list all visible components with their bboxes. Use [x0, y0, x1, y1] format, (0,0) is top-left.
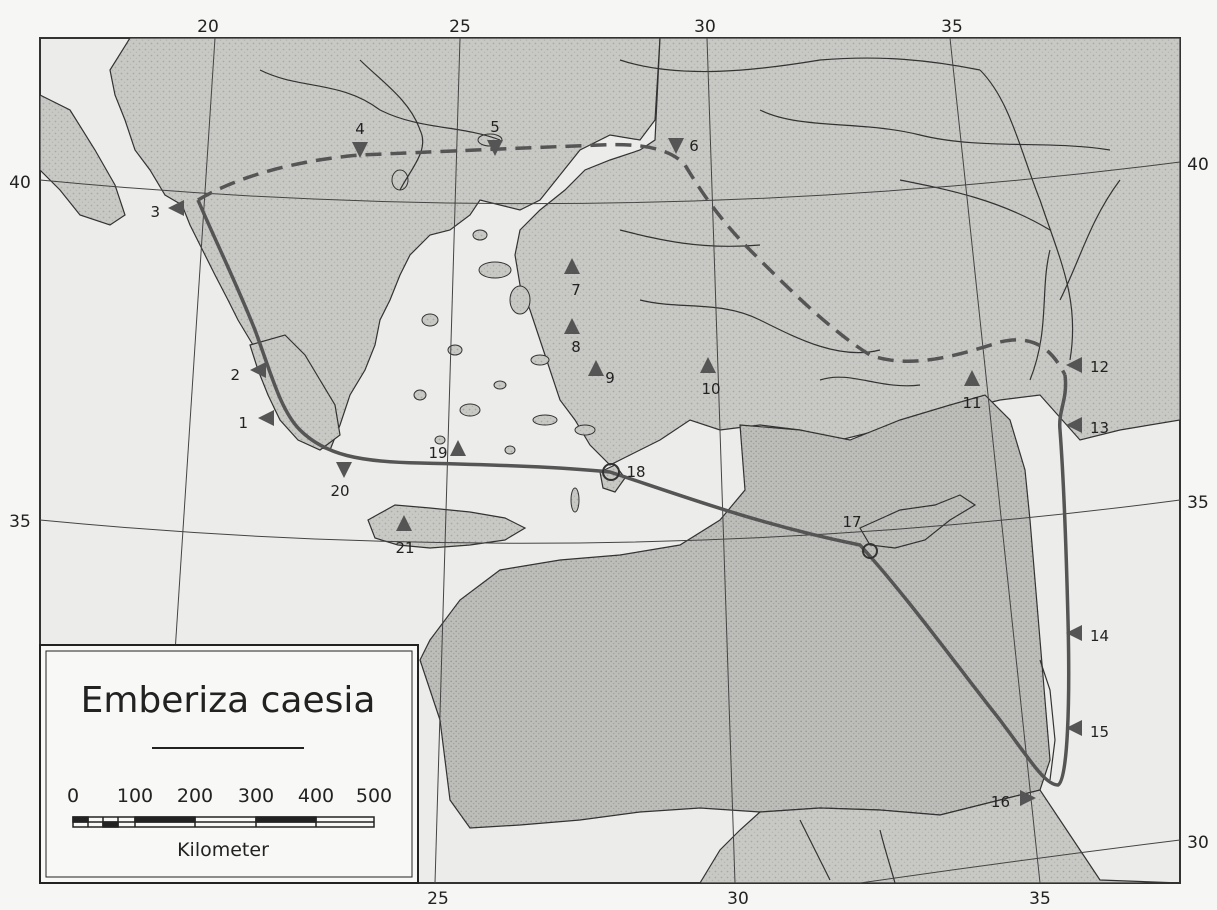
- site-label-4: 4: [355, 120, 365, 138]
- site-triangle-4: [352, 142, 368, 158]
- site-label-5: 5: [490, 118, 500, 136]
- site-triangle-10: [700, 357, 716, 373]
- site-triangle-21: [396, 515, 412, 531]
- site-label-14: 14: [1090, 627, 1109, 645]
- meridian-30: [706, 37, 736, 884]
- top-lon-30: 30: [694, 17, 716, 37]
- left-lat-40: 40: [9, 173, 31, 193]
- site-label-19: 19: [428, 444, 447, 462]
- scale-tick-0: 0: [67, 785, 79, 807]
- site-triangle-2: [250, 362, 266, 378]
- site-label-2: 2: [230, 366, 240, 384]
- scale-tick-100: 100: [117, 785, 153, 807]
- parallel-35: [39, 499, 1181, 544]
- land-cyprus: [859, 494, 977, 549]
- land-italy: [39, 94, 126, 226]
- site-triangle-9: [588, 360, 604, 376]
- site-label-18: 18: [626, 463, 645, 481]
- site-label-15: 15: [1090, 723, 1109, 741]
- scale-tick-400: 400: [298, 785, 334, 807]
- site-triangle-7: [564, 258, 580, 274]
- range-boundary-solid: [196, 199, 1071, 787]
- site-label-6: 6: [689, 137, 699, 155]
- legend-inner-border: [45, 650, 413, 878]
- scale-tick-500: 500: [356, 785, 392, 807]
- land-areas: [39, 37, 1181, 884]
- parallel-30: [859, 839, 1181, 884]
- site-label-9: 9: [605, 369, 615, 387]
- site-triangle-6: [668, 138, 684, 154]
- legend: Emberiza caesia 0 100 200 300 400 500 Ki…: [39, 644, 419, 884]
- right-lat-35: 35: [1187, 493, 1209, 513]
- site-triangle-16: [1020, 790, 1036, 806]
- site-triangle-12: [1066, 357, 1082, 373]
- site-triangle-19: [450, 440, 466, 456]
- bottom-lon-25: 25: [427, 889, 449, 909]
- graticule-labels: 20 25 30 35 25 30 35 40 35 40 35 30: [9, 17, 1209, 909]
- site-label-17: 17: [842, 513, 861, 531]
- site-triangle-1: [258, 410, 274, 426]
- site-label-12: 12: [1090, 358, 1109, 376]
- right-lat-30: 30: [1187, 833, 1209, 853]
- site-triangle-14: [1066, 625, 1082, 641]
- bottom-lon-30: 30: [727, 889, 749, 909]
- bottom-lon-35: 35: [1029, 889, 1051, 909]
- site-triangle-13: [1066, 417, 1082, 433]
- sites: 1 2 3 4 5 6 7 8 9 10 11 12 13 14 15 16 1…: [150, 118, 1109, 811]
- site-label-20: 20: [330, 482, 349, 500]
- site-marker-ring-18: [602, 463, 620, 481]
- site-marker-ring-17: [862, 543, 878, 559]
- site-label-21: 21: [395, 539, 414, 557]
- scale-tick-200: 200: [177, 785, 213, 807]
- range-boundary-dashed: [197, 142, 1067, 376]
- site-label-16: 16: [991, 793, 1010, 811]
- scale-tick-300: 300: [238, 785, 274, 807]
- legend-species-title: Emberiza caesia: [81, 680, 376, 721]
- meridian-25: [434, 37, 461, 884]
- site-label-1: 1: [238, 414, 248, 432]
- site-triangle-3: [168, 200, 184, 216]
- site-triangle-11: [964, 370, 980, 386]
- site-label-7: 7: [571, 281, 581, 299]
- site-label-8: 8: [571, 338, 581, 356]
- meridian-35: [949, 37, 1041, 884]
- legend-box: [39, 644, 419, 884]
- site-triangle-20: [336, 462, 352, 478]
- land-crete: [367, 504, 527, 549]
- site-triangle-5: [487, 140, 503, 156]
- scale-bar: [72, 816, 375, 828]
- site-label-3: 3: [150, 203, 160, 221]
- right-lat-40: 40: [1187, 155, 1209, 175]
- top-lon-25: 25: [449, 17, 471, 37]
- land-peloponnese: [249, 334, 341, 451]
- site-triangle-15: [1066, 720, 1082, 736]
- site-label-10: 10: [701, 380, 720, 398]
- top-lon-35: 35: [941, 17, 963, 37]
- scale-unit-label: Kilometer: [177, 839, 269, 861]
- site-label-13: 13: [1090, 419, 1109, 437]
- site-label-11: 11: [962, 394, 981, 412]
- land-levant-egypt: [419, 394, 1051, 829]
- top-lon-20: 20: [197, 17, 219, 37]
- site-triangle-8: [564, 318, 580, 334]
- left-lat-35: 35: [9, 512, 31, 532]
- rivers: [259, 57, 1121, 884]
